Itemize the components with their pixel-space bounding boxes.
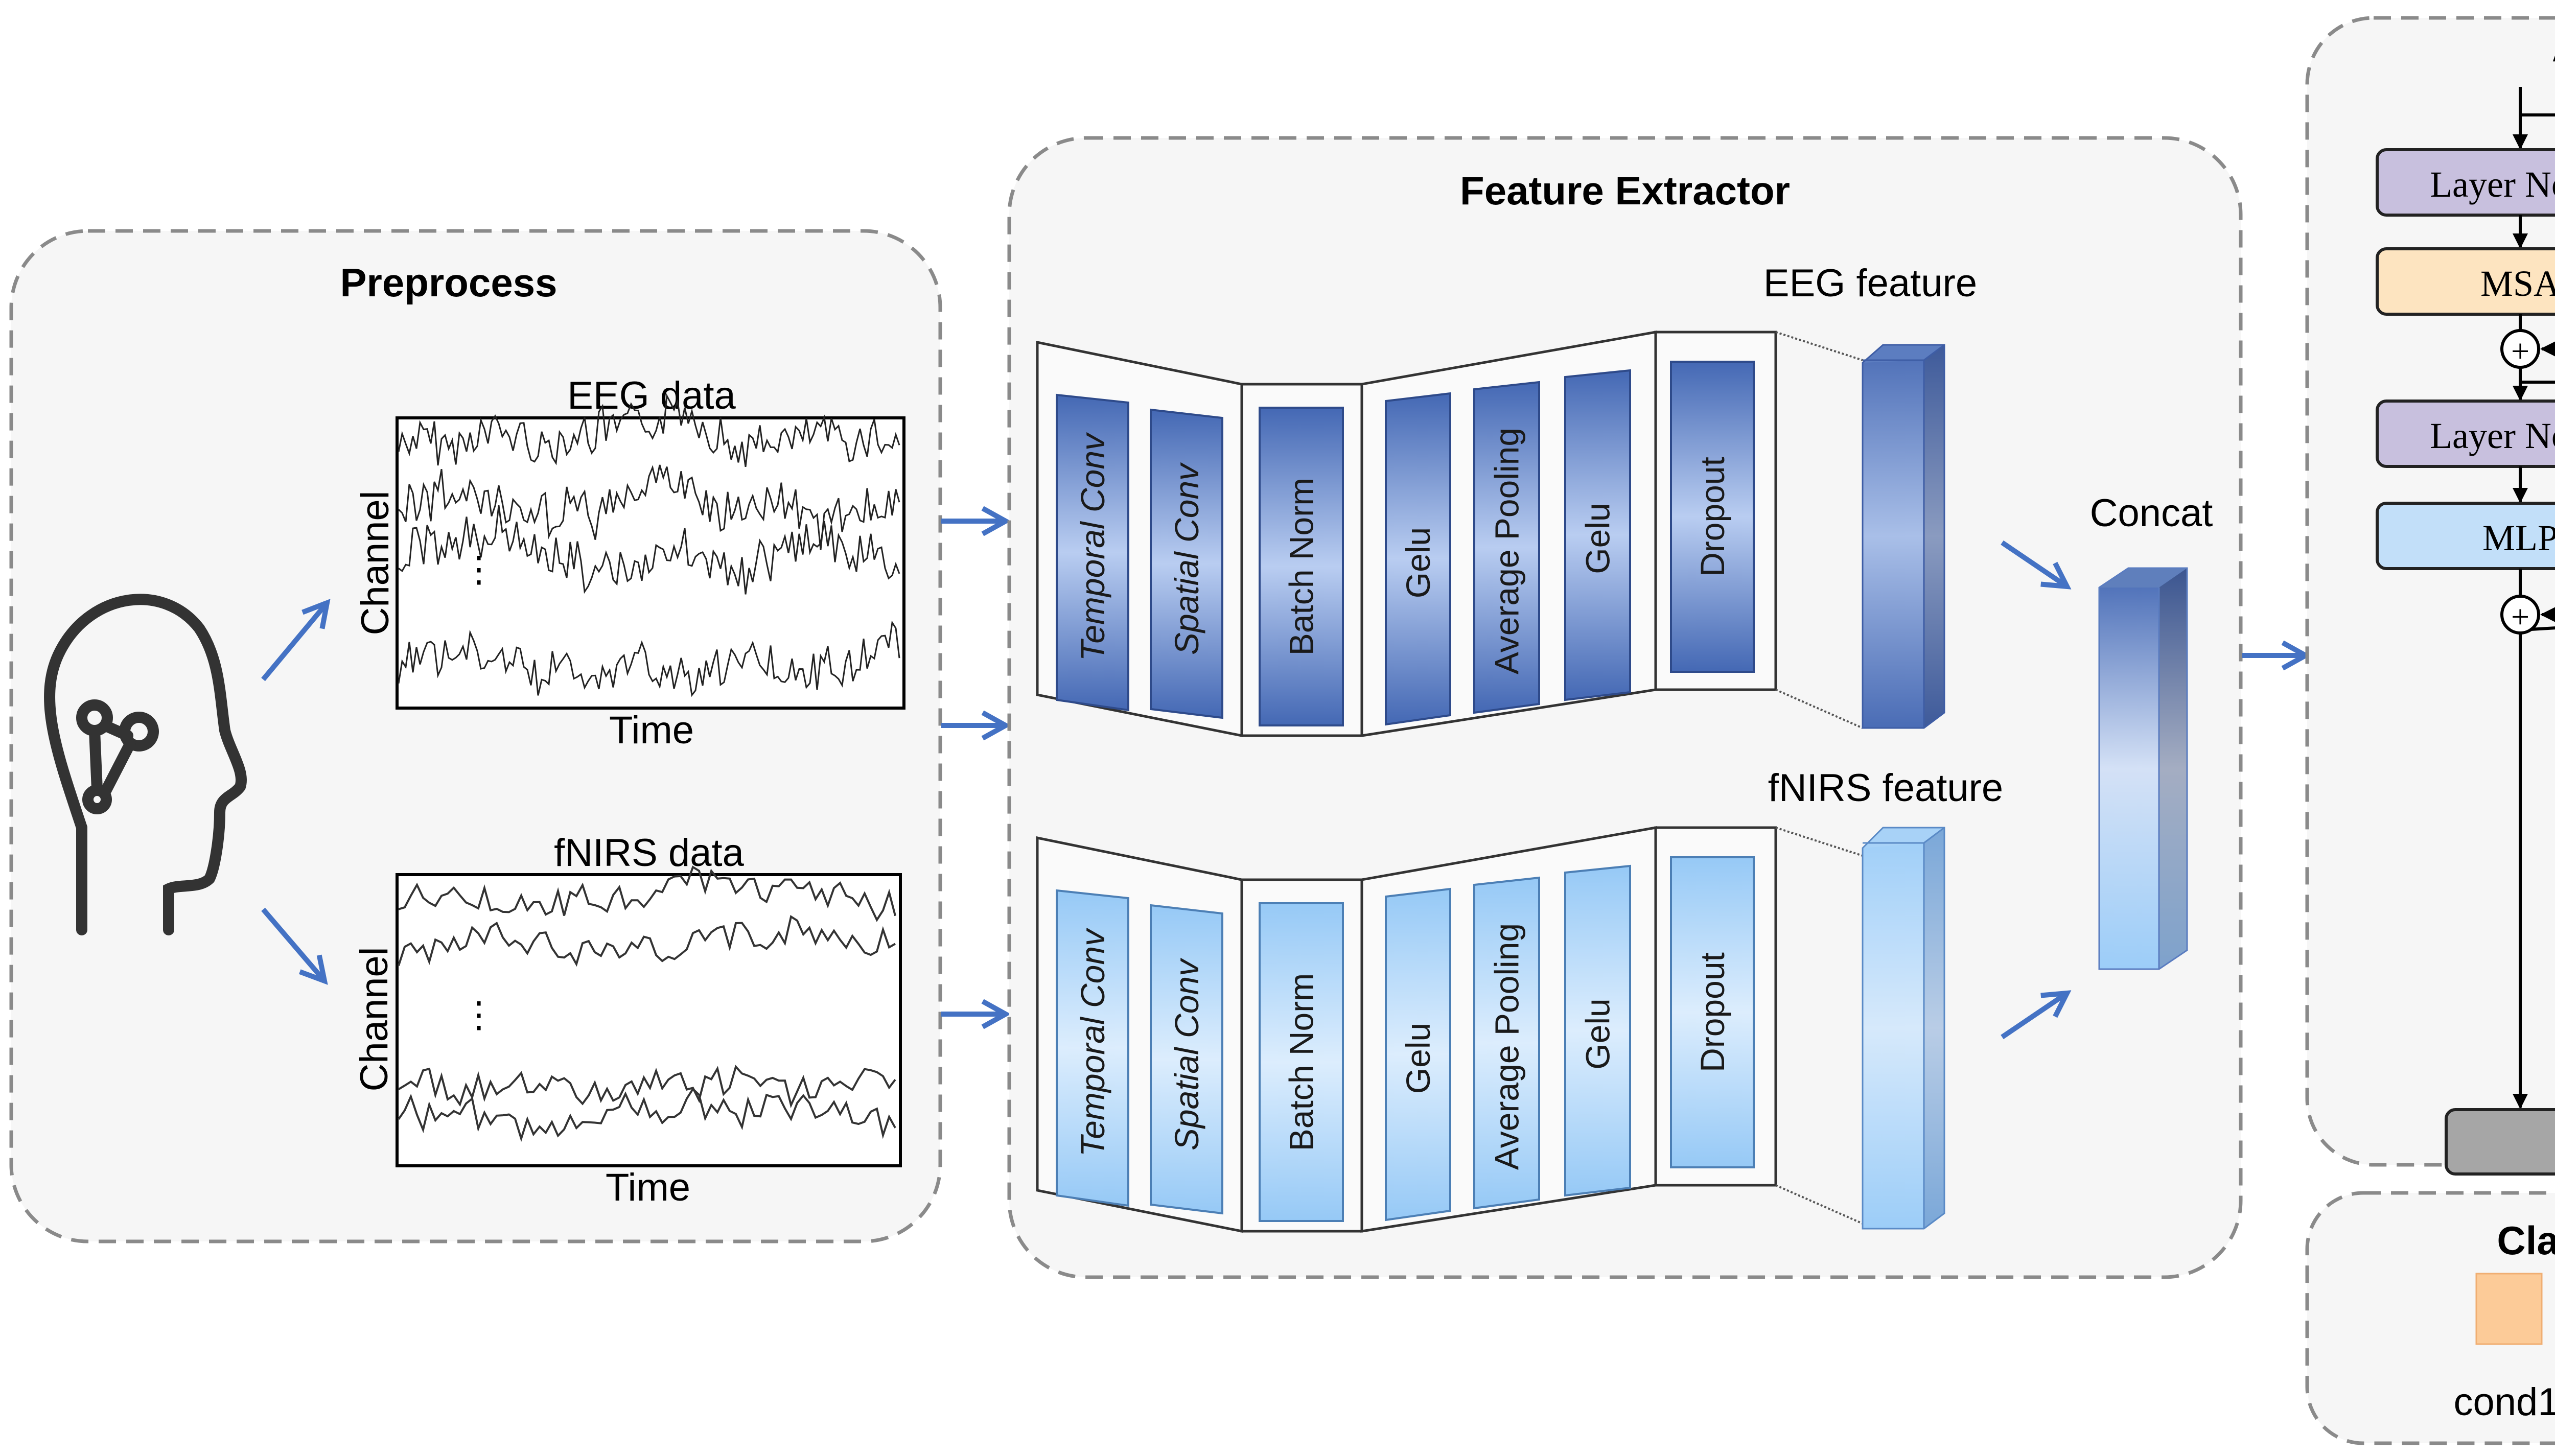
eeg-feature-label: EEG feature xyxy=(1763,262,1977,305)
scale-block: Scale xyxy=(2445,1108,2555,1176)
fnirs-plot-xlabel: Time xyxy=(606,1166,690,1209)
arrow-eeg-feature-to-concat xyxy=(2001,540,2067,586)
eeg-layer-label: Spatial Conv xyxy=(1168,462,1205,655)
eeg-plot-frame xyxy=(396,416,905,710)
fnirs-layer-label: Spatial Conv xyxy=(1168,957,1205,1150)
eeg-layer-dropout: Dropout xyxy=(1670,361,1755,673)
layer-norm-1-block-label: Layer Norm xyxy=(2430,164,2555,205)
eeg-layer-spatial-conv: Spatial Conv xyxy=(1150,408,1223,719)
fnirs-channel-trace xyxy=(398,1087,896,1142)
svg-text:+: + xyxy=(2511,599,2529,635)
fnirs-layer-batch-norm: Batch Norm xyxy=(1259,902,1344,1222)
concat-label: Concat xyxy=(2090,491,2213,535)
eeg-layer-temporal-conv: Temporal Conv xyxy=(1056,393,1129,712)
fnirs-ellipsis: ⋮ xyxy=(461,995,497,1035)
concat-bar xyxy=(2098,567,2188,970)
attention-title: Attention xyxy=(2552,25,2555,70)
fnirs-channel-trace xyxy=(398,1065,896,1109)
fnirs-branch: Temporal Conv Spatial Conv Batch Norm Gelu A… xyxy=(1036,826,1863,1233)
feature-extractor-section: Feature Extractor EEG feature fNIRS feat… xyxy=(1007,136,2243,1279)
fnirs-traces xyxy=(398,865,896,1142)
fnirs-layer-average-pooling: Average Pooling xyxy=(1473,876,1540,1210)
fnirs-feature-label: fNIRS feature xyxy=(1768,766,2003,810)
head-network-icon xyxy=(44,594,247,935)
feature-extractor-title: Feature Extractor xyxy=(1460,168,1790,213)
eeg-channel-trace xyxy=(398,620,900,697)
fnirs-channel-trace xyxy=(398,914,896,967)
mlp-block-label: MLP xyxy=(2482,518,2555,558)
layer-norm-2-block-label: Layer Norm xyxy=(2430,415,2555,456)
attention-flow: Layer NormMSA+Layer NormMLP+PoolingDense… xyxy=(2376,87,2555,1176)
eeg-plot-ylabel: Channel xyxy=(354,490,397,635)
fnirs-layer-spatial-conv: Spatial Conv xyxy=(1150,904,1223,1215)
cond1-square-icon xyxy=(2475,1273,2543,1345)
eeg-layer-gelu: Gelu xyxy=(1564,369,1631,701)
classification-title: Classification xyxy=(2497,1218,2555,1263)
attention-section: Attention Layer NormMSA+Layer NormMLP+Po… xyxy=(2305,16,2555,1176)
fnirs-layer-dropout: Dropout xyxy=(1670,856,1755,1168)
fnirs-layer-gelu: Gelu xyxy=(1385,887,1451,1222)
preprocess-title: Preprocess xyxy=(340,260,558,305)
preprocess-section: Preprocess EEG data ⋮ Channel Time fNIRS… xyxy=(9,229,942,1243)
classification-section: Classification cond1 cond2 xyxy=(2305,1191,2555,1445)
svg-text:+: + xyxy=(2511,333,2529,369)
eeg-layer-label: Gelu xyxy=(1579,503,1617,574)
cond1-label: cond1 xyxy=(2453,1380,2555,1424)
fnirs-layer-label: Dropout xyxy=(1693,952,1731,1072)
mlp-block: MLP xyxy=(2376,502,2555,570)
classification-panel xyxy=(2305,1191,2555,1445)
fnirs-layer-label: Temporal Conv xyxy=(1074,927,1111,1157)
arrow-head-to-fnirs xyxy=(261,907,324,981)
fnirs-layer-label: Batch Norm xyxy=(1283,973,1320,1151)
eeg-plot-title: EEG data xyxy=(567,374,736,417)
eeg-branch: Temporal Conv Spatial Conv Batch Norm Gelu A… xyxy=(1036,331,1863,738)
fnirs-layer-gelu: Gelu xyxy=(1564,864,1631,1197)
fnirs-plot-title: fNIRS data xyxy=(554,831,744,875)
add-node-2: + xyxy=(2500,595,2540,635)
eeg-layer-average-pooling: Average Pooling xyxy=(1473,381,1540,714)
eeg-layer-label: Batch Norm xyxy=(1283,478,1320,655)
eeg-layer-gelu: Gelu xyxy=(1385,392,1451,726)
layer-norm-2-block: Layer Norm xyxy=(2376,400,2555,468)
eeg-channel-trace xyxy=(398,464,900,550)
fnirs-plot-ylabel: Channel xyxy=(353,947,396,1091)
eeg-data-plot: EEG data ⋮ Channel Time xyxy=(354,374,905,752)
eeg-layer-label: Average Pooling xyxy=(1488,428,1526,674)
add-node-1: + xyxy=(2500,329,2540,369)
eeg-layer-batch-norm: Batch Norm xyxy=(1259,407,1344,726)
arrow-head-to-eeg xyxy=(261,603,327,682)
eeg-connector-lines xyxy=(1775,331,1863,729)
eeg-plot-xlabel: Time xyxy=(609,709,694,752)
arrow-fnirs-feature-to-concat xyxy=(2001,993,2067,1040)
fnirs-channel-trace xyxy=(398,865,896,922)
fnirs-layer-label: Gelu xyxy=(1399,1023,1437,1094)
eeg-feature-bar xyxy=(1862,344,1945,729)
fnirs-layer-temporal-conv: Temporal Conv xyxy=(1056,889,1129,1207)
eeg-layer-label: Gelu xyxy=(1399,527,1437,598)
msa-block-label: MSA xyxy=(2480,263,2555,304)
fnirs-layer-label: Average Pooling xyxy=(1488,923,1526,1170)
eeg-layer-label: Dropout xyxy=(1693,457,1731,577)
eeg-channel-trace xyxy=(398,393,900,467)
eeg-layer-label: Temporal Conv xyxy=(1074,432,1111,661)
msa-block: MSA xyxy=(2376,247,2555,316)
fnirs-connector-lines xyxy=(1775,827,1863,1225)
eeg-channel-trace xyxy=(398,505,900,595)
fnirs-data-plot: fNIRS data ⋮ Channel Time xyxy=(353,831,902,1209)
eeg-traces xyxy=(398,393,900,697)
fnirs-feature-bar xyxy=(1862,827,1945,1230)
eeg-ellipsis: ⋮ xyxy=(461,549,497,589)
fnirs-layer-label: Gelu xyxy=(1579,998,1617,1069)
layer-norm-1-block: Layer Norm xyxy=(2376,148,2555,217)
